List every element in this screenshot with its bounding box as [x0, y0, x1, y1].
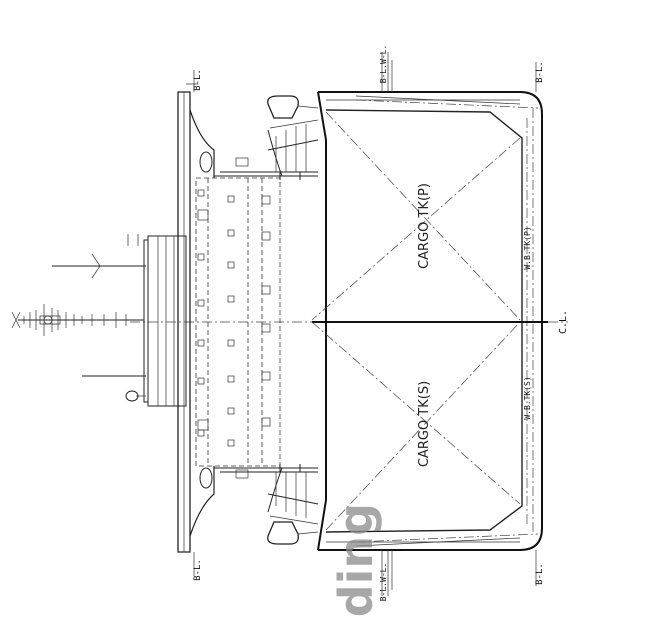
center-line-label: C.L.	[558, 310, 569, 334]
mast-antenna	[11, 234, 146, 402]
baseline-ticks	[186, 52, 537, 596]
deck-structure	[143, 91, 319, 553]
bl-bottom-left-label: B-L.	[193, 559, 203, 581]
vent-domes	[267, 95, 319, 545]
bl-top-label: B-L.	[193, 69, 203, 91]
wb-tank-starboard-label: W.B.TK(S)	[523, 376, 532, 419]
bl-right-top-label: B-L.	[535, 61, 545, 83]
blwl-top-label: B-L.W-L.	[379, 45, 388, 84]
cargo-tank-diagonals	[311, 95, 539, 547]
wb-tank-port-label: W.B.TK(P)	[523, 226, 532, 269]
cargo-tank-port-label: CARGO TK(P)	[417, 183, 432, 269]
bl-bottom-right-label: B-L.	[535, 563, 545, 585]
watermark-text: lding	[329, 503, 383, 620]
drawing-labels: B-L. B-L.W-L. B-L. CARGO TK(P) CARGO TK(…	[193, 45, 569, 602]
blwl-bottom-label: B-L.W-L.	[379, 563, 388, 602]
cargo-tank-starboard-label: CARGO TK(S)	[417, 381, 432, 467]
